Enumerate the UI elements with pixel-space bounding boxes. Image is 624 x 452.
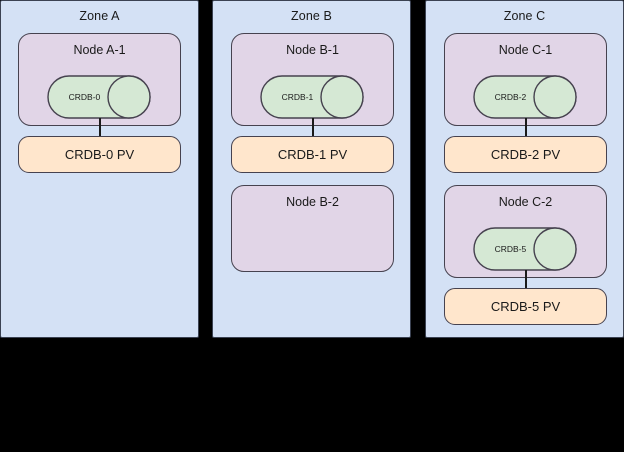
volume-crdb-0-pv-label: CRDB-0 PV xyxy=(64,147,135,162)
database-crdb-0[interactable]: CRDB-0 xyxy=(47,75,151,119)
volume-crdb-2-pv[interactable]: CRDB-2 PV xyxy=(444,136,607,173)
cylinder-shape xyxy=(47,75,151,119)
volume-crdb-0-pv[interactable]: CRDB-0 PV xyxy=(18,136,181,173)
cylinder-shape xyxy=(473,227,577,271)
node-c-1-label: Node C-1 xyxy=(498,43,553,57)
volume-crdb-1-pv-label: CRDB-1 PV xyxy=(277,147,348,162)
database-crdb-1[interactable]: CRDB-1 xyxy=(260,75,364,119)
volume-crdb-5-pv-label: CRDB-5 PV xyxy=(490,299,561,314)
volume-crdb-5-pv[interactable]: CRDB-5 PV xyxy=(444,288,607,325)
connector-crdb-0 xyxy=(99,118,101,138)
node-b-1-label: Node B-1 xyxy=(286,43,339,57)
volume-crdb-2-pv-label: CRDB-2 PV xyxy=(490,147,561,162)
node-b-2[interactable]: Node B-2 xyxy=(231,185,394,272)
database-crdb-5[interactable]: CRDB-5 xyxy=(473,227,577,271)
node-c-2-label: Node C-2 xyxy=(498,195,553,209)
connector-crdb-2 xyxy=(525,118,527,138)
cylinder-shape xyxy=(473,75,577,119)
node-b-2-label: Node B-2 xyxy=(286,195,339,209)
zone-c-label: Zone C xyxy=(503,9,546,23)
zone-b-label: Zone B xyxy=(291,9,332,23)
volume-crdb-1-pv[interactable]: CRDB-1 PV xyxy=(231,136,394,173)
cylinder-shape xyxy=(260,75,364,119)
node-a-1-label: Node A-1 xyxy=(73,43,126,57)
connector-crdb-5 xyxy=(525,270,527,290)
connector-crdb-1 xyxy=(312,118,314,138)
database-crdb-2[interactable]: CRDB-2 xyxy=(473,75,577,119)
zone-a-label: Zone A xyxy=(79,9,120,23)
